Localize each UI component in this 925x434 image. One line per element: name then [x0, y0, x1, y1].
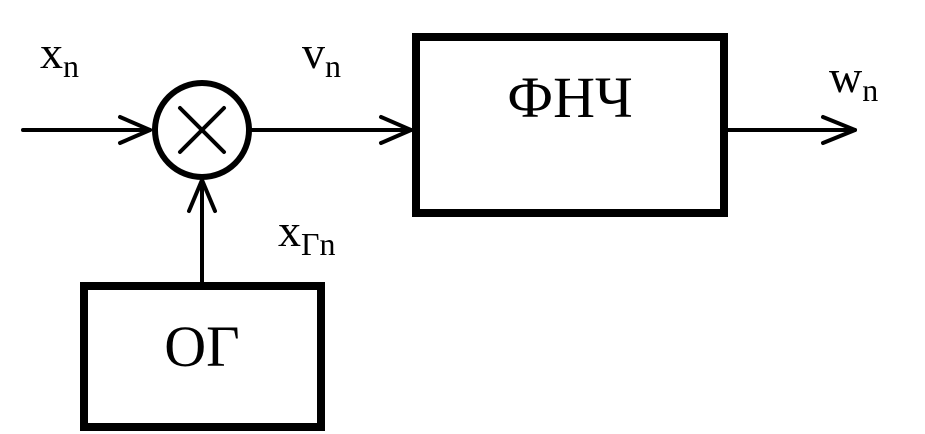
- multiply-icon: [178, 106, 226, 154]
- lowpass-filter-label: ФНЧ: [507, 65, 632, 130]
- mixed-signal-label: vn: [302, 27, 341, 84]
- mixer: [152, 80, 252, 180]
- oscillator-arrow: [187, 178, 217, 284]
- output-signal-label: wn: [829, 51, 878, 108]
- input-signal-label: xn: [40, 27, 79, 84]
- lowpass-filter-block: [412, 33, 728, 217]
- oscillator-signal-label: xГn: [278, 205, 336, 262]
- oscillator-block: [80, 282, 325, 431]
- output-arrow: [726, 115, 857, 145]
- mixed-arrow: [248, 115, 413, 145]
- input-arrow: [21, 115, 152, 145]
- oscillator-label: ОГ: [164, 314, 239, 379]
